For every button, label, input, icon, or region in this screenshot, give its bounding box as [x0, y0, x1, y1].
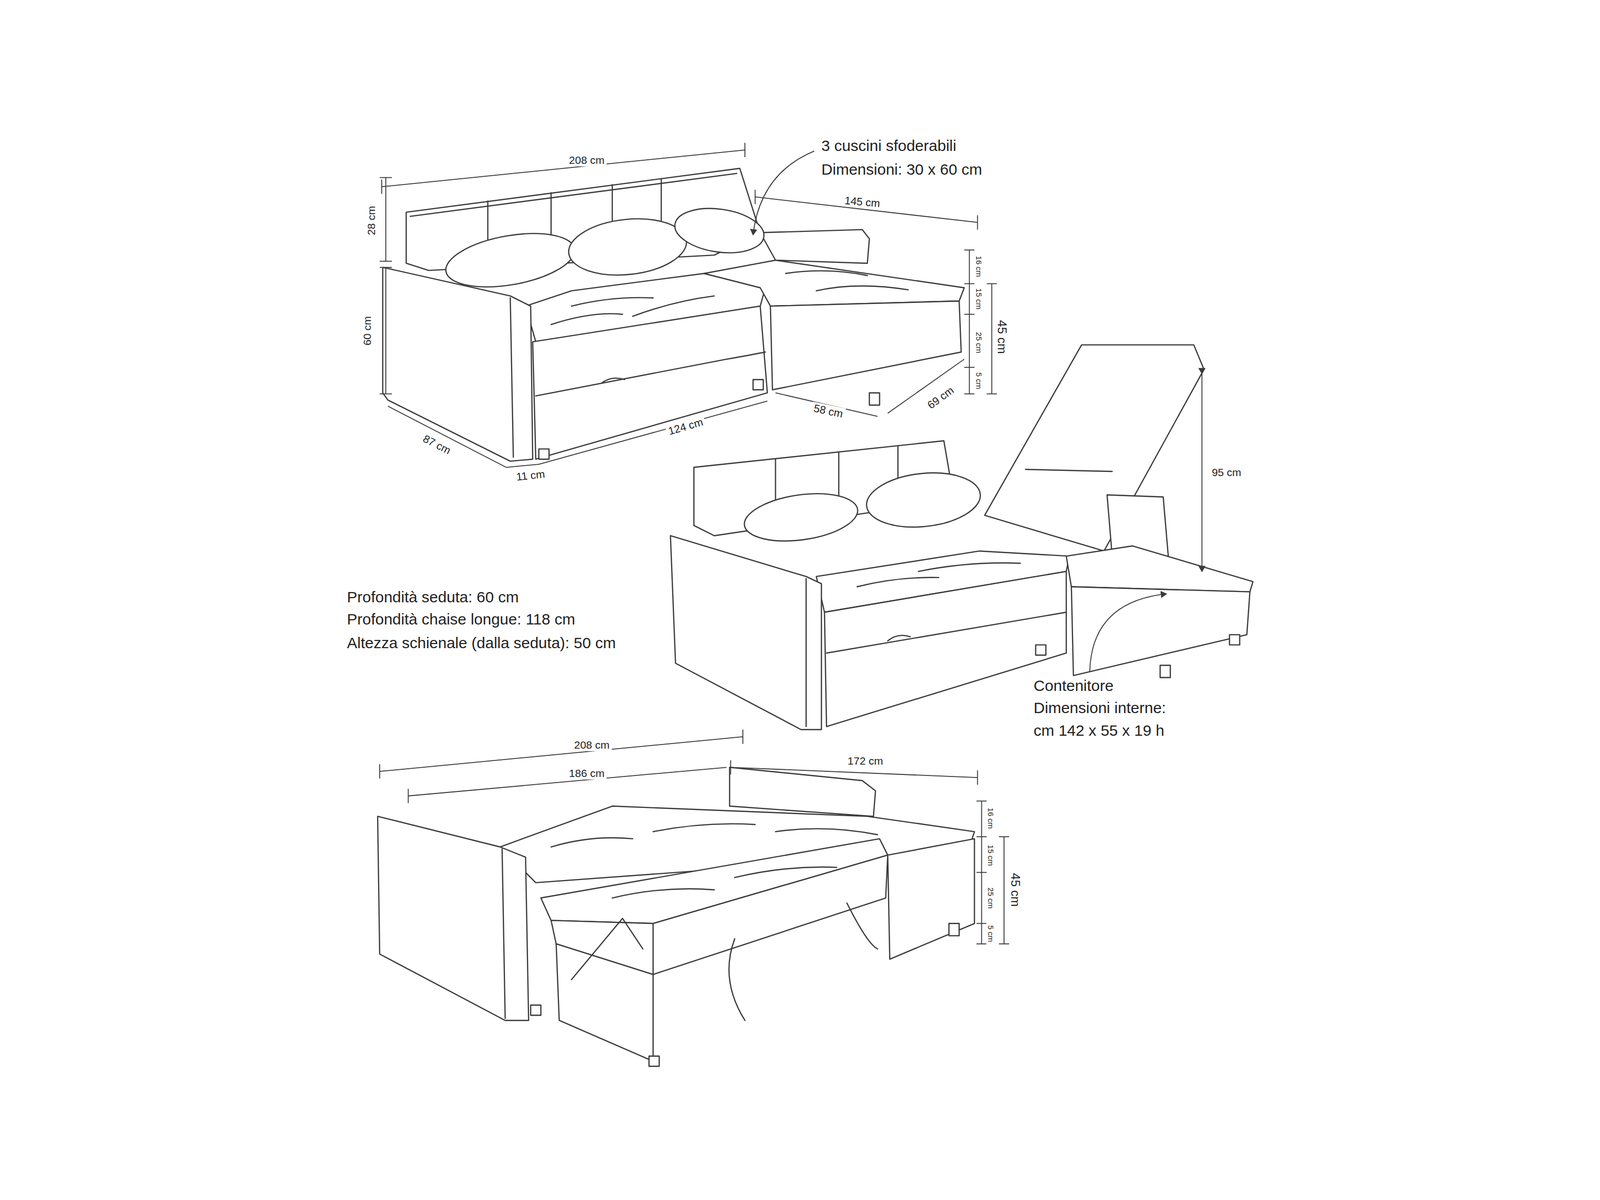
dimension-label: 16 cm: [986, 805, 996, 831]
note-text: Profondità seduta: 60 cm: [346, 587, 519, 606]
dimension-label: 208 cm: [571, 738, 612, 752]
sofa-closed: [382, 168, 965, 462]
dimension-label: 87 cm: [418, 431, 455, 458]
dimension-lines: [379, 142, 1202, 944]
dimension-label: 186 cm: [567, 767, 607, 780]
dimension-label: 60 cm: [361, 313, 374, 348]
note-text: Altezza schienale (dalla seduta): 50 cm: [346, 633, 616, 652]
dimension-label: 95 cm: [1209, 466, 1244, 479]
sofa-bed-open: [377, 767, 975, 1066]
dimension-label: 5 cm: [986, 923, 996, 945]
callout-text: 3 cuscini sfoderabili: [821, 137, 957, 156]
dimension-label: 5 cm: [974, 369, 983, 391]
callout-text: Contenitore: [1033, 676, 1114, 695]
sofa-storage-open: [670, 344, 1253, 730]
dimension-label: 69 cm: [923, 382, 959, 413]
note-text: Profondità chaise longue: 118 cm: [346, 610, 575, 629]
dimension-label: 25 cm: [986, 884, 996, 911]
dimension-label: 45 cm: [994, 317, 1010, 356]
dimension-label: 208 cm: [567, 154, 607, 167]
callout-text: Dimensioni: 30 x 60 cm: [821, 160, 983, 179]
dimension-label: 15 cm: [986, 842, 996, 868]
dimension-label: 16 cm: [974, 253, 983, 279]
callout-text: Dimensioni interne:: [1033, 699, 1167, 718]
dimension-label: 172 cm: [845, 754, 885, 768]
dimension-label: 25 cm: [974, 330, 983, 356]
dimension-label: 15 cm: [974, 286, 983, 312]
dimension-label: 11 cm: [513, 467, 548, 484]
dimension-label: 58 cm: [810, 401, 847, 421]
dimension-label: 28 cm: [365, 203, 378, 237]
callout-text: cm 142 x 55 x 19 h: [1033, 721, 1165, 740]
dimension-label: 45 cm: [1008, 870, 1023, 909]
